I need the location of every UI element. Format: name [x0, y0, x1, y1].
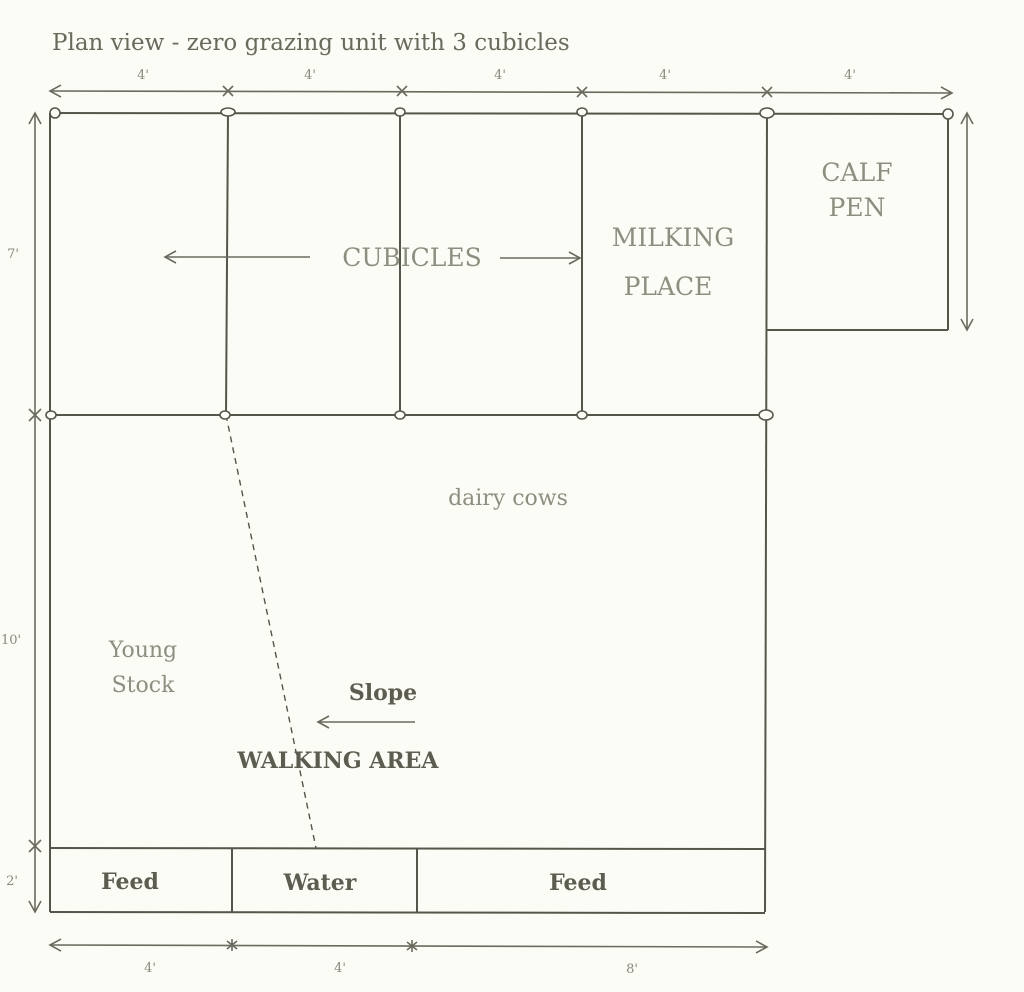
- divider-dashed-line: [225, 414, 317, 849]
- milking-place-label-1: MILKING: [612, 223, 734, 252]
- milking-place-label-2: PLACE: [624, 272, 713, 301]
- walking-area-label: WALKING AREA: [237, 748, 440, 774]
- building-outline: [49, 112, 949, 914]
- calf-pen-label-1: CALF: [821, 158, 892, 187]
- feed-trough-label-1: Feed: [101, 869, 159, 895]
- slope-label: Slope: [349, 680, 417, 706]
- dairy-cows-label: dairy cows: [448, 486, 568, 511]
- dim-label-top-2: 4': [304, 68, 316, 83]
- young-stock-label-2: Stock: [112, 673, 175, 698]
- water-trough-label: Water: [283, 870, 357, 896]
- dim-label-top-5: 4': [844, 68, 856, 83]
- dim-label-top-1: 4': [137, 68, 149, 83]
- dim-label-top-4: 4': [659, 68, 671, 83]
- posts: [45, 107, 954, 421]
- dim-label-top-3: 4': [494, 68, 506, 83]
- cubicles-label: CUBICLES: [342, 243, 482, 272]
- young-stock-label-1: Young: [108, 638, 177, 663]
- dim-label-bottom-3: 8': [626, 962, 638, 977]
- dim-label-bottom-1: 4': [144, 961, 156, 976]
- bottom-dimension-line: [48, 938, 769, 954]
- feed-trough-label-2: Feed: [549, 870, 607, 896]
- top-dimension-line: [48, 84, 954, 100]
- dim-label-feed-depth: 2': [6, 874, 18, 889]
- dim-label-cubicle-depth: 7': [7, 247, 19, 262]
- side-dimension-line: [28, 111, 974, 914]
- calf-pen-label-2: PEN: [829, 193, 886, 222]
- plan-title: Plan view - zero grazing unit with 3 cub…: [52, 30, 570, 56]
- dim-label-walking-depth: 10': [1, 633, 21, 648]
- dim-label-bottom-2: 4': [334, 961, 346, 976]
